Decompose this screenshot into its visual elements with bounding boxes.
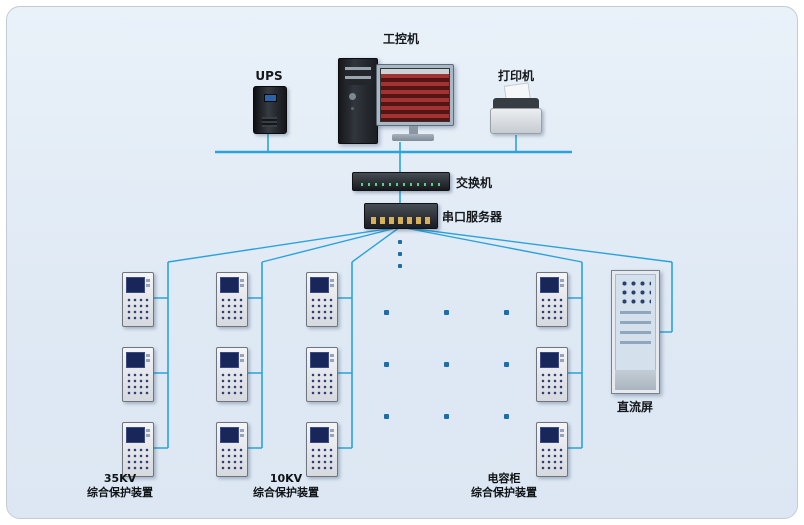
monitor-screen <box>380 68 450 122</box>
group-label-capacitor: 电容柜 综合保护装置 <box>449 472 559 500</box>
pc-tower <box>338 58 378 144</box>
printer-label: 打印机 <box>497 69 534 83</box>
omitted-device-dot <box>384 362 389 367</box>
group-label-capacitor-line2: 综合保护装置 <box>471 486 537 499</box>
dc-panel-cabinet <box>611 270 660 394</box>
fanout-lines <box>167 226 673 263</box>
omitted-device-dot <box>384 414 389 419</box>
group-label-10kv-line1: 10KV <box>269 472 303 485</box>
protection-relay <box>536 347 568 402</box>
protection-relay <box>306 347 338 402</box>
printer-top <box>493 98 539 111</box>
omitted-device-dot <box>504 310 509 315</box>
printer-device <box>490 82 542 134</box>
protection-relay <box>122 347 154 402</box>
ethernet-switch-device <box>352 172 450 191</box>
industrial-pc-label: 工控机 <box>382 32 419 46</box>
group-label-10kv-line2: 综合保护装置 <box>253 486 319 499</box>
omitted-device-dot <box>444 414 449 419</box>
monitor-stand-base <box>392 134 434 141</box>
protection-relay <box>306 272 338 327</box>
monitor-stand-neck <box>409 126 418 135</box>
dc-panel-label: 直流屏 <box>616 400 653 414</box>
protection-relay <box>536 422 568 477</box>
device-stub-lines <box>152 297 672 449</box>
group-label-35kv-line1: 35KV <box>103 472 137 485</box>
protection-relay <box>216 347 248 402</box>
top-drop-lines <box>267 131 517 203</box>
printer-body <box>490 108 542 134</box>
omitted-device-dot <box>384 310 389 315</box>
protection-relay <box>122 422 154 477</box>
group-label-35kv-line2: 综合保护装置 <box>87 486 153 499</box>
group-label-capacitor-line1: 电容柜 <box>487 472 521 485</box>
omitted-device-dot <box>504 414 509 419</box>
omitted-device-dot <box>444 362 449 367</box>
protection-relay <box>306 422 338 477</box>
protection-relay <box>122 272 154 327</box>
column-bus-lines <box>167 262 673 448</box>
protection-relay <box>216 422 248 477</box>
omitted-device-dot <box>444 310 449 315</box>
serial-server-label: 串口服务器 <box>442 210 503 224</box>
group-label-35kv: 35KV 综合保护装置 <box>65 472 175 500</box>
ups-label: UPS <box>255 69 283 83</box>
serial-server-device <box>364 203 438 229</box>
omitted-device-dot <box>504 362 509 367</box>
dc-panel-base <box>615 370 656 390</box>
group-label-10kv: 10KV 综合保护装置 <box>231 472 341 500</box>
ups-device <box>253 86 287 134</box>
ellipsis-dot <box>398 264 402 268</box>
ellipsis-dot <box>398 252 402 256</box>
protection-relay <box>536 272 568 327</box>
ellipsis-dot <box>398 240 402 244</box>
protection-relay <box>216 272 248 327</box>
switch-label: 交换机 <box>456 176 493 190</box>
pc-monitor <box>376 64 454 126</box>
